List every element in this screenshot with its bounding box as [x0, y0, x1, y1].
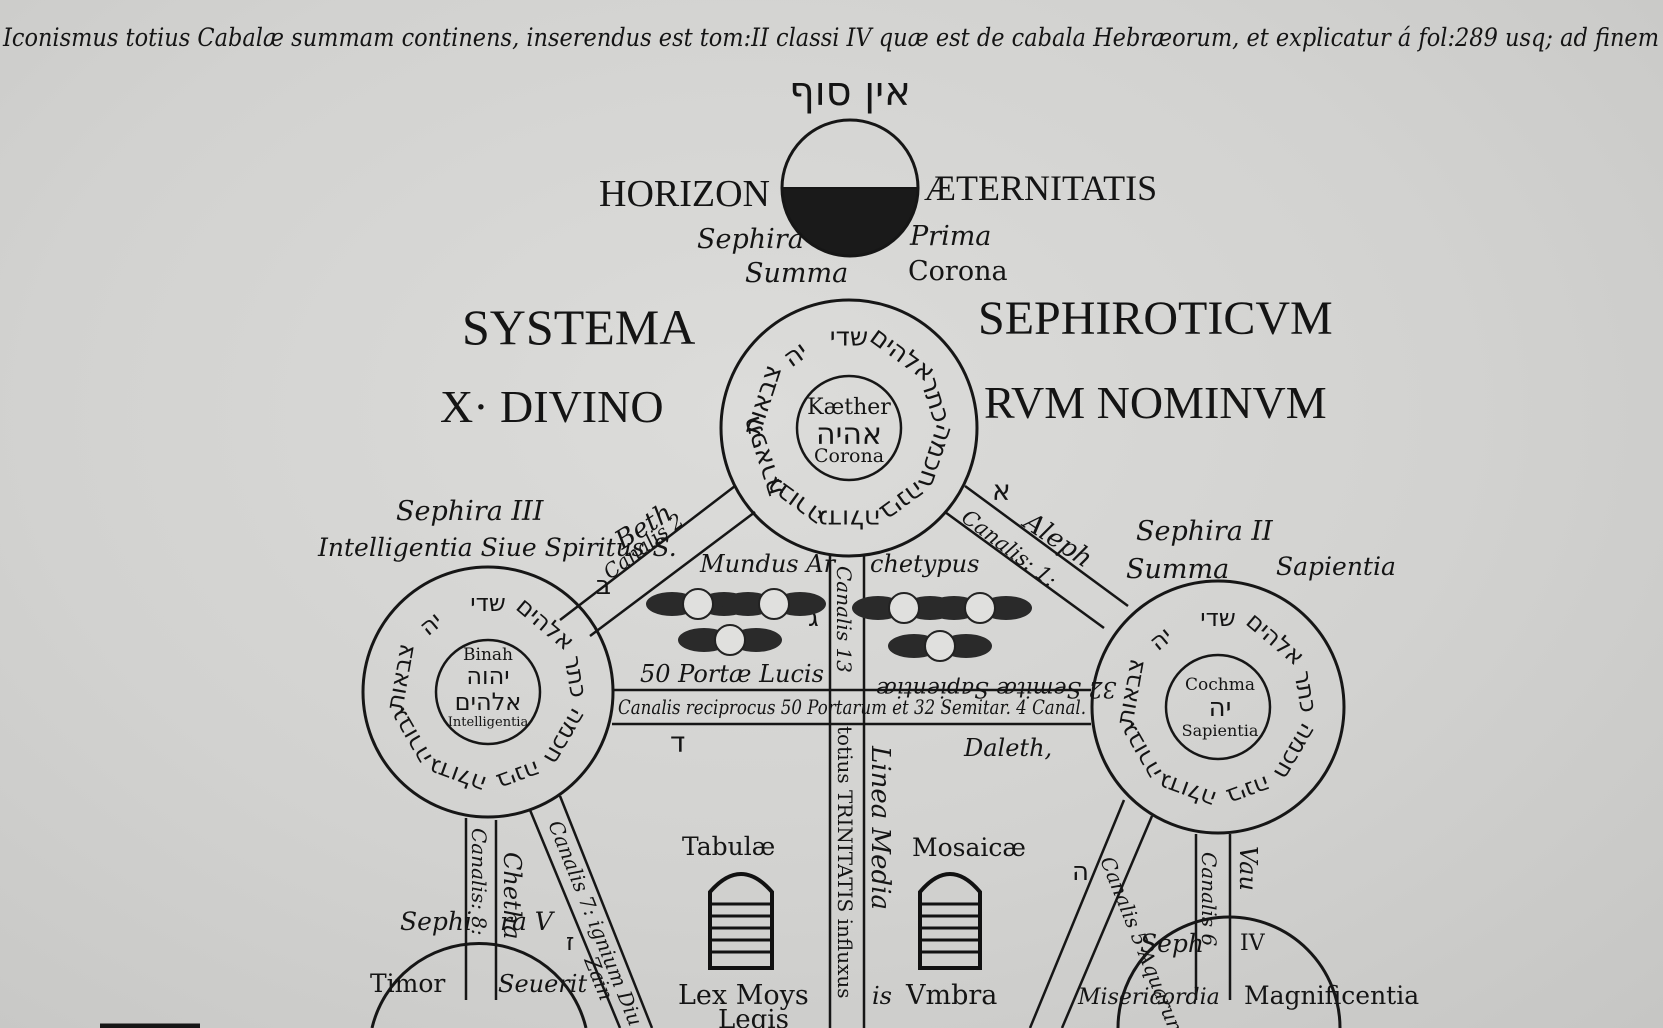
kether-latin: Corona: [814, 445, 884, 467]
misericordia-label: Misericordia: [1077, 985, 1220, 1010]
sephira-iv-b: IV: [1240, 931, 1266, 956]
binah-elohim: אלהים: [455, 688, 522, 716]
chokmah-ring-name: אלהים: [1241, 607, 1310, 671]
binah-ring-name: כתר: [558, 653, 593, 699]
cherubs-left: [646, 588, 826, 656]
title-systema: SYSTEMA: [462, 299, 695, 355]
reciprocus-label: Canalis reciprocus 50 Portarum et 32 Sem…: [618, 695, 1086, 719]
vau-label: Vau: [1234, 846, 1262, 891]
portae-lucis: 50 Portæ Lucis: [640, 660, 824, 688]
chokmah-label-sap: Sapientia: [1276, 552, 1396, 581]
caption-text: Iconismus totius Cabalæ summam continens…: [2, 23, 1659, 52]
is-label: is: [872, 982, 892, 1010]
binah-ring-name: יה: [414, 606, 448, 641]
daleth-letter: ד: [670, 726, 685, 759]
semitae-sapientiae: 32 Semitæ Sapientiæ: [876, 676, 1117, 701]
daleth-label: Daleth,: [963, 734, 1052, 762]
chokmah-ring-name: יה: [1144, 621, 1178, 656]
gimel-letter: ג: [808, 603, 819, 633]
canalis6-label: Canalis 6: [1197, 852, 1221, 946]
chokmah-ring-name: שדי: [1200, 604, 1235, 632]
kether-hebrew: אהיה: [816, 417, 882, 452]
chokmah-ring-name: חכמה: [1268, 718, 1322, 784]
binah-ring-name: גדולה: [425, 752, 490, 798]
trinitatis-label: totius TRINITATIS influxus: [833, 726, 857, 999]
corona-top: Corona: [908, 256, 1008, 287]
kether-ring-name: שדי: [830, 323, 868, 353]
horizon-left: HORIZON: [599, 173, 770, 215]
chesed-circle-partial: [1116, 915, 1342, 1028]
zain-letter: ז: [566, 928, 574, 956]
kether-sephira: [719, 298, 979, 558]
binah-ring-name: אלהים: [511, 592, 580, 656]
aleph-letter: א: [992, 474, 1011, 507]
kether-name: Kæther: [807, 395, 891, 420]
sephira-v-a: Sephi: [400, 907, 472, 936]
chokmah-hebrew: יה: [1209, 693, 1232, 723]
cheth-label: Chetha: [498, 852, 526, 939]
beth-letter: ב: [596, 571, 611, 601]
summa-top: Summa: [745, 258, 848, 289]
chokmah-ring-name: בינה: [1223, 770, 1274, 812]
geburah-circle-partial: [370, 942, 588, 1028]
kether-ring-name: צבאות: [738, 361, 789, 439]
kether-ring-name: כתר: [914, 374, 957, 427]
chokmah-ring-name: גדולה: [1155, 767, 1220, 813]
binah-ring-name: צבאות: [381, 641, 420, 711]
seueritas-label: Seuerit: [498, 970, 587, 998]
sephira-v-b: ra V: [500, 907, 556, 936]
horizon-circle: [780, 118, 920, 258]
linea-media-label: Linea Media: [865, 745, 895, 910]
tabulae-label: Tabulæ: [682, 832, 775, 861]
canalis8-label: Canalis: 8:: [467, 828, 491, 936]
chetypus-label: chetypus: [870, 550, 979, 578]
chokmah-label-num: Sephira II: [1136, 516, 1274, 547]
binah-ring-name: שדי: [470, 589, 505, 617]
cherubs-right: [852, 592, 1032, 662]
tablet-right: [918, 872, 982, 970]
chokmah-latin: Sapientia: [1182, 721, 1259, 740]
chokmah-sephira: [1090, 579, 1346, 835]
chokmah-name: Cochma: [1185, 675, 1255, 695]
sephira-prima-b: Prima: [909, 221, 991, 252]
legis-label: Legis: [718, 1005, 789, 1028]
binah-ring-name: חכמה: [538, 703, 592, 769]
he-letter: ה: [1072, 857, 1089, 887]
title-divino: X· DIVINO: [440, 381, 664, 432]
chokmah-ring-name: גבורה: [1114, 719, 1168, 785]
binah-latin: Intelligentia: [448, 715, 529, 730]
kether-ring-name: גדולה: [817, 504, 881, 534]
chokmah-label-summa: Summa: [1126, 554, 1229, 585]
mundus-label: Mundus Ar: [699, 550, 837, 578]
lex-moysis: Lex Moys: [678, 980, 809, 1011]
timor-label: Timor: [370, 969, 445, 998]
mosaicae-label: Mosaicæ: [912, 833, 1026, 862]
binah-yhvh: יהוה: [466, 662, 509, 690]
sephira-prima-a: Sephira: [697, 224, 804, 255]
ein-sof-text: אין סוף: [789, 69, 911, 115]
binah-ring-name: גבורה: [384, 704, 438, 770]
horizon-right: ÆTERNITATIS: [924, 168, 1157, 208]
kether-ring-name: יה: [778, 336, 814, 374]
title-nominum: RVM NOMINVM: [984, 377, 1327, 428]
chokmah-ring-name: כתר: [1288, 668, 1323, 714]
binah-label-num: Sephira III: [396, 496, 545, 527]
title-sephiroticum: SEPHIROTICVM: [978, 292, 1333, 345]
binah-ring-name: בינה: [493, 755, 544, 797]
canalis13-label: Canalis 13: [832, 566, 856, 673]
binah-label-name: Intelligentia Siue Spiritus S.: [317, 533, 677, 562]
binah-name: Binah: [463, 645, 513, 665]
umbra-label: Vmbra: [905, 980, 997, 1011]
tablet-left: [708, 872, 774, 970]
binah-sephira: [361, 565, 615, 819]
